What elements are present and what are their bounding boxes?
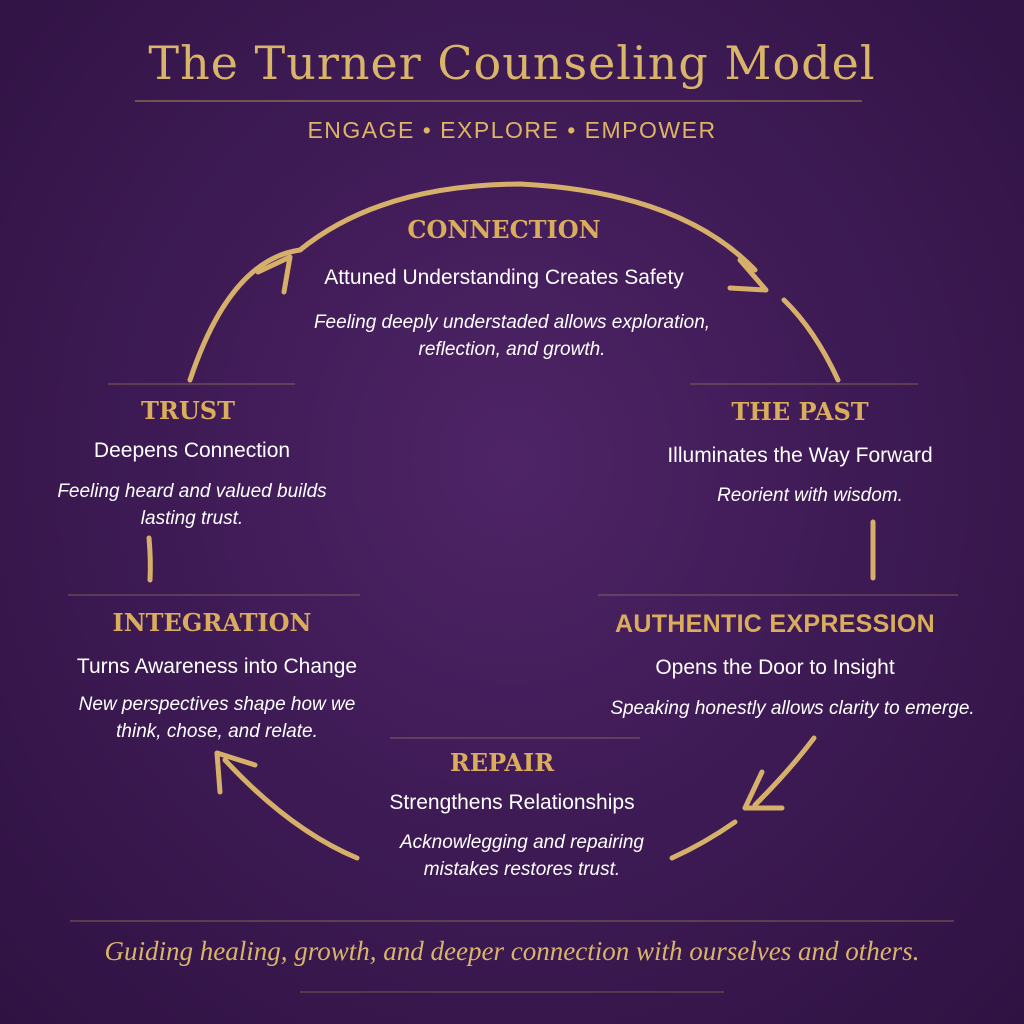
stage-connection-description: Feeling deeply understaded allows explor… [313,312,711,360]
stage-the-past-headline: Illuminates the Way Forward [667,444,933,467]
stage-repair-description: Acknowlegging and repairing mistakes res… [400,832,644,880]
arrow-head-top-left-icon [255,254,293,295]
arc-top-right [781,297,841,383]
page-title: The Turner Counseling Model [148,36,876,90]
page-subtitle: ENGAGE • EXPLORE • EMPOWER [307,117,717,143]
stage-integration-headline: Turns Awareness into Change [76,655,358,678]
stage-connection-title: CONNECTION [407,215,601,244]
stage-trust-description: Feeling heard and valued builds lasting … [57,481,327,529]
stage-repair-title: REPAIR [449,748,555,777]
stage-repair-headline: Strengthens Relationships [389,791,635,814]
stage-trust-title: TRUST [141,396,235,425]
stage-trust-headline: Deepens Connection [93,439,291,462]
stage-integration-title: INTEGRATION [112,608,312,637]
segment-left [146,535,153,583]
arrow-head-bottom-left-icon [214,750,258,795]
stage-the-past-description: Reorient with wisdom. [717,485,903,506]
arc-bottom-right [752,735,817,808]
stage-integration-description: New perspectives shape how we think, cho… [78,694,356,742]
stage-authentic-expression-title: AUTHENTIC EXPRESSION [615,610,935,638]
arc-top [187,181,758,383]
stage-authentic-expression-headline: Opens the Door to Insight [655,656,895,679]
arrow-head-top-right-icon [727,257,769,293]
stage-connection-headline: Attuned Understanding Creates Safety [324,266,684,289]
stage-authentic-expression-description: Speaking honestly allows clarity to emer… [610,698,975,719]
arrow-head-bottom-right-icon [742,769,785,811]
arc-bottom-left [222,757,360,861]
footer-tagline: Guiding healing, growth, and deeper conn… [104,936,920,966]
arc-bottom-right-tail [669,819,738,861]
stage-the-past-title: THE PAST [731,397,869,426]
